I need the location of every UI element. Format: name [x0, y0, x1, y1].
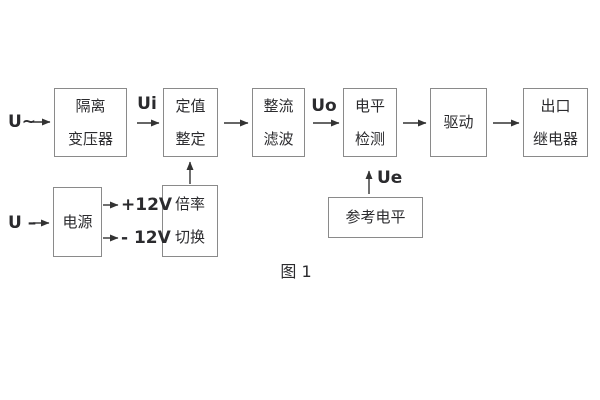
block-drive: 驱动 — [430, 88, 487, 157]
block-label: 驱动 — [443, 113, 474, 131]
signal-label-ui: Ui — [137, 94, 157, 114]
signal-label-uo: Uo — [311, 96, 337, 116]
block-level-detect: 电平 检测 — [343, 88, 397, 157]
block-label: 变压器 — [67, 129, 113, 148]
block-label: 隔离 — [75, 96, 106, 115]
block-reference-level: 参考电平 — [328, 197, 423, 238]
figure-caption: 图 1 — [280, 262, 312, 281]
signal-label-u-ac: U~ — [8, 112, 37, 132]
signal-label-plus12: +12V — [121, 195, 173, 215]
block-label: 出口 — [540, 96, 571, 115]
block-label: 滤波 — [263, 129, 294, 148]
block-label: 倍率 — [174, 195, 205, 213]
signal-label-minus12: - 12V — [121, 228, 171, 248]
signal-label-u-dc: U – — [8, 213, 37, 233]
block-rate-switch: 倍率 切换 — [162, 185, 218, 257]
block-rectifier-filter: 整流 滤波 — [252, 88, 305, 157]
block-label: 整定 — [175, 129, 206, 148]
signal-label-ue: Ue — [377, 168, 403, 188]
block-label: 整流 — [263, 96, 294, 115]
block-power-supply: 电源 — [53, 187, 102, 257]
block-setting-adjust: 定值 整定 — [163, 88, 218, 157]
block-label: 电平 — [354, 96, 385, 115]
block-label: 继电器 — [532, 129, 578, 148]
block-label: 定值 — [175, 96, 206, 115]
block-output-relay: 出口 继电器 — [523, 88, 588, 157]
block-label: 检测 — [354, 129, 385, 148]
block-label: 切换 — [174, 228, 205, 246]
block-label: 参考电平 — [345, 208, 406, 226]
block-isolation-transformer: 隔离 变压器 — [54, 88, 127, 157]
block-label: 电源 — [62, 212, 93, 231]
